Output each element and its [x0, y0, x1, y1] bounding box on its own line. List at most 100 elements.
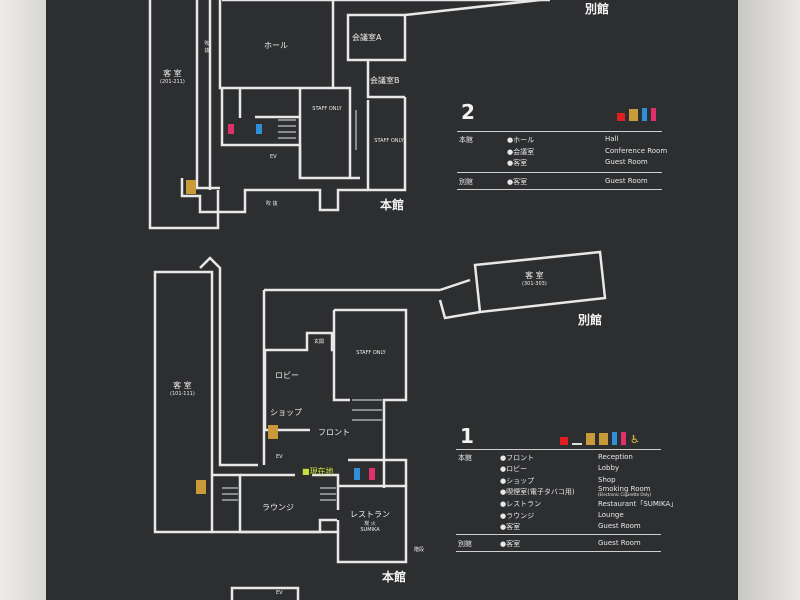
womens-restroom-icon — [651, 108, 656, 121]
en: Lounge — [598, 511, 624, 519]
f1-exit: 階段 — [414, 547, 425, 553]
en: Guest Room — [598, 522, 641, 530]
f2-main-building: 本館 — [380, 198, 405, 212]
jp: ●客室 — [507, 178, 528, 186]
f2-conf-b: 会議室B — [370, 76, 400, 85]
f2-guest-room: 客 室 — [163, 69, 182, 78]
legend-row: 本館 ●フロント Reception — [456, 453, 661, 464]
mens-restroom-icon — [612, 432, 617, 445]
you-are-here-marker: ■現在地 — [302, 467, 334, 476]
jp: ●客室 — [500, 540, 521, 548]
floor1-number: 1 — [460, 424, 474, 448]
f1-womens-icon — [369, 468, 375, 480]
legend-row: 本館 ●ホール Hall — [457, 135, 662, 146]
building: 本館 — [458, 454, 472, 462]
f1-mens-icon — [354, 468, 360, 480]
f2-void: 吹 抜 — [266, 201, 278, 207]
floor1-plan — [153, 250, 607, 564]
en: Hall — [605, 135, 619, 143]
wall-left — [0, 0, 46, 600]
floor2-legend: 2 本館 ●ホール Hall ●会議室 Conference Room ●客室 Gues… — [457, 100, 667, 195]
stairs — [222, 110, 382, 501]
floor1-legend-icons: ♿ — [560, 432, 640, 445]
f2-void-vertical: 吹抜 — [204, 41, 210, 54]
smoking-room-icon — [572, 433, 582, 445]
floor0-plan — [230, 586, 300, 600]
f2-guest-range: (201-211) — [160, 79, 185, 85]
divider — [456, 551, 661, 552]
f1-lobby: ロビー — [275, 371, 299, 380]
jp: ●フロント — [500, 454, 535, 462]
en: Lobby — [598, 464, 620, 472]
en: Guest Room — [605, 158, 648, 166]
jp: ●レストラン — [500, 500, 542, 508]
jp: ●ホール — [507, 136, 535, 144]
f1-annex-guest: 客 室 — [525, 271, 544, 280]
jp: ●喫煙室(電子タバコ用) — [500, 488, 575, 496]
vending-machine-icon — [586, 433, 595, 445]
divider — [457, 131, 662, 132]
floor-map-panel — [46, 0, 738, 600]
fire-extinguisher-icon — [560, 437, 568, 445]
legend-row: 別館 ●客室 Guest Room — [457, 177, 662, 188]
legend-row: ●会議室 Conference Room — [457, 147, 667, 158]
f1-annex-range: (301-303) — [522, 281, 547, 287]
building: 別館 — [459, 178, 473, 186]
f1-guest-range: (101-111) — [170, 391, 195, 397]
you-are-here-label: 現在地 — [309, 467, 334, 476]
f2-guest-room-label: 客 室(201-211) — [160, 68, 185, 85]
f2-hall: ホール — [264, 41, 288, 50]
wall-right — [738, 0, 800, 600]
f1-front: フロント — [318, 428, 350, 437]
f1-staff-only: STAFF ONLY — [356, 350, 386, 356]
f1-vending-icon-2 — [196, 480, 206, 494]
en: Guest Room — [605, 177, 648, 185]
accessible-icon: ♿ — [630, 433, 640, 446]
floor2-legend-icons — [617, 108, 656, 121]
f0-ev: EV — [276, 590, 283, 596]
jp: ●ロビー — [500, 465, 528, 473]
jp: ●客室 — [507, 159, 528, 167]
en: Conference Room — [605, 147, 668, 155]
f1-lounge: ラウンジ — [262, 503, 294, 512]
floor2-plan — [148, 0, 550, 230]
en: Restaurant「SUMIKA」 — [598, 500, 678, 508]
f2-vending-icon — [186, 180, 196, 194]
divider — [457, 189, 662, 190]
f2-womens-icon — [228, 124, 234, 134]
f1-annex: 別館 — [578, 313, 603, 327]
f2-conf-a: 会議室A — [352, 33, 382, 42]
building: 本館 — [459, 136, 473, 144]
en-sub: (Electronic Cigarette Only) — [598, 492, 652, 497]
f2-staff-only-2: STAFF ONLY — [374, 138, 404, 144]
f1-entrance: 玄関 — [314, 339, 325, 345]
f1-shop: ショップ — [270, 408, 302, 417]
f1-vending-icon — [268, 425, 278, 439]
f1-ev: EV — [276, 454, 283, 460]
legend-row: ●レストラン Restaurant「SUMIKA」 — [456, 499, 677, 510]
f1-annex-guest-label: 客 室(301-303) — [522, 270, 547, 287]
en: Reception — [598, 453, 633, 461]
divider — [456, 449, 661, 450]
legend-row: ●喫煙室(電子タバコ用) Smoking Room(Electronic Ciga… — [456, 485, 661, 498]
f1-restaurant: レストラン — [350, 510, 390, 519]
floor2-number: 2 — [461, 100, 475, 124]
mens-restroom-icon — [642, 108, 647, 121]
en: Smoking Room — [598, 485, 651, 493]
vending-machine-icon — [629, 109, 638, 121]
divider — [456, 534, 661, 535]
f1-main-building: 本館 — [382, 570, 407, 584]
jp: ●ショップ — [500, 477, 535, 485]
jp: ●会議室 — [507, 148, 535, 156]
f1-restaurant-jp: 炭 火 — [364, 521, 376, 527]
en: Guest Room — [598, 539, 641, 547]
vending-machine-icon — [599, 433, 608, 445]
f2-ev: EV — [270, 154, 277, 160]
